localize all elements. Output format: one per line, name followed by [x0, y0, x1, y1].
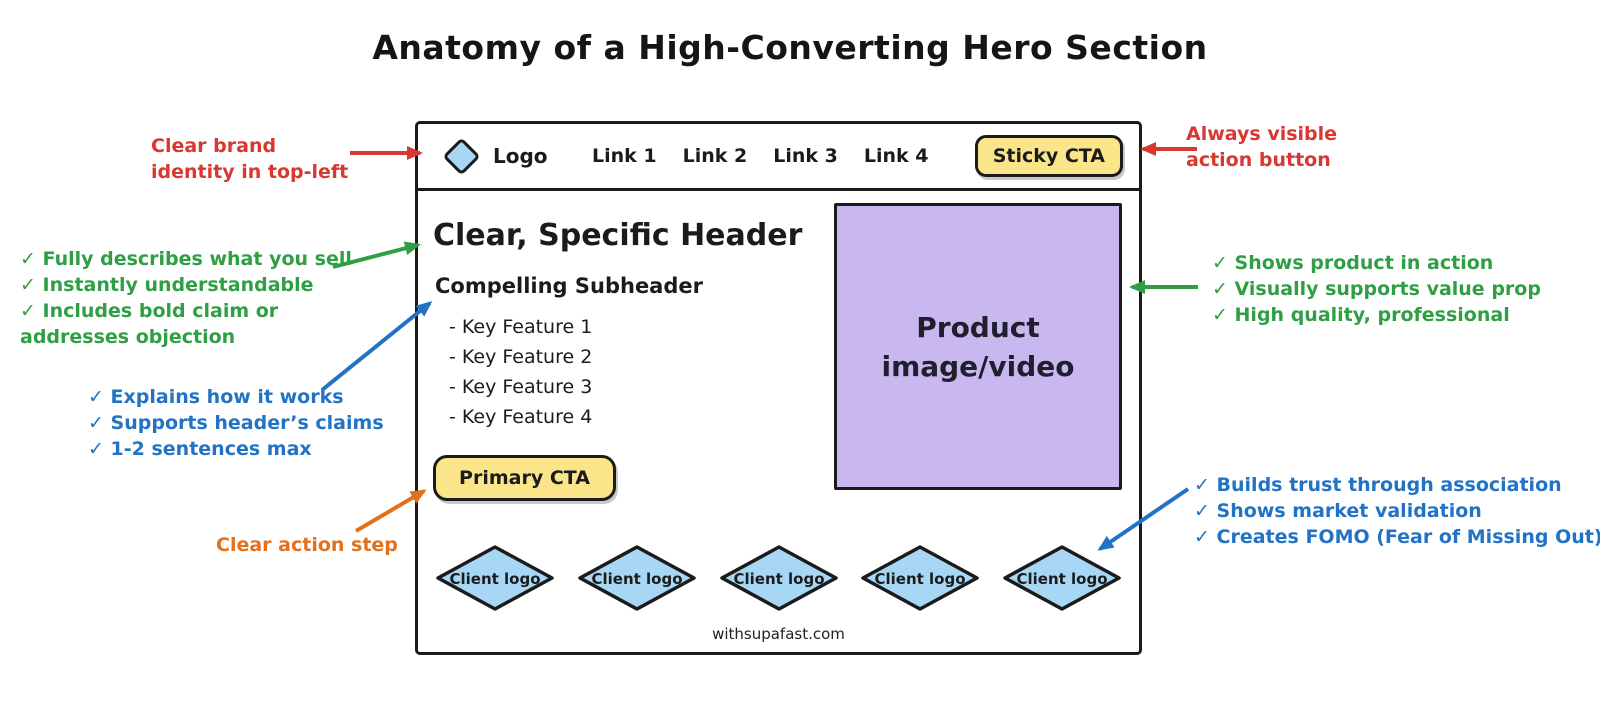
- annotation-line: ✓ Shows market validation: [1194, 500, 1482, 522]
- product-media-label-line2: image/video: [881, 349, 1075, 383]
- annotation-line: addresses objection: [20, 326, 236, 348]
- hero-subheader: Compelling Subheader: [435, 274, 703, 298]
- svg-text:Client logo: Client logo: [449, 570, 540, 588]
- product-media-label-line1: Product: [916, 310, 1040, 344]
- nav-link-4[interactable]: Link 4: [863, 145, 929, 167]
- annotation-line: ✓ Visually supports value prop: [1212, 278, 1541, 300]
- annotation-line: ✓ 1-2 sentences max: [88, 438, 312, 460]
- client-logo-diamond: Client logo: [576, 544, 698, 612]
- client-logo-diamond: Client logo: [1001, 544, 1123, 612]
- annotation-line: ✓ Shows product in action: [1212, 252, 1494, 274]
- annotation-line: identity in top-left: [151, 161, 349, 183]
- annotation-media-checklist: ✓ Shows product in action ✓ Visually sup…: [1212, 250, 1541, 328]
- annotation-social-proof-checklist: ✓ Builds trust through association ✓ Sho…: [1194, 472, 1600, 550]
- hero-wireframe: Logo Link 1 Link 2 Link 3 Link 4 Sticky …: [415, 121, 1142, 655]
- arrow-primary-cta-icon: [354, 489, 427, 533]
- nav-link-2[interactable]: Link 2: [682, 145, 748, 167]
- product-media-placeholder: Product image/video: [834, 203, 1122, 490]
- annotation-line: ✓ Creates FOMO (Fear of Missing Out): [1194, 526, 1600, 548]
- annotation-line: ✓ Explains how it works: [88, 386, 344, 408]
- annotation-brand-identity: Clear brand identity in top-left: [151, 133, 348, 185]
- annotation-line: Clear action step: [216, 534, 398, 556]
- svg-text:Client logo: Client logo: [875, 570, 966, 588]
- feature-item: - Key Feature 4: [449, 406, 593, 428]
- annotation-sticky-cta: Always visible action button: [1186, 121, 1337, 173]
- annotation-subheader-checklist: ✓ Explains how it works ✓ Supports heade…: [88, 384, 384, 462]
- client-logo-diamond: Client logo: [859, 544, 981, 612]
- annotation-line: Always visible: [1186, 123, 1338, 145]
- logo-diamond-icon: [442, 136, 481, 176]
- annotation-line: ✓ Builds trust through association: [1194, 474, 1562, 496]
- nav-link-3[interactable]: Link 3: [773, 145, 838, 167]
- annotation-line: action button: [1186, 149, 1331, 171]
- feature-item: - Key Feature 3: [449, 376, 593, 398]
- svg-text:Client logo: Client logo: [733, 570, 824, 588]
- footer-domain: withsupafast.com: [712, 625, 845, 643]
- svg-text:Client logo: Client logo: [1016, 570, 1107, 588]
- client-logo-diamond: Client logo: [718, 544, 840, 612]
- hero-header: Clear, Specific Header: [433, 218, 803, 253]
- primary-cta-button[interactable]: Primary CTA: [433, 455, 616, 501]
- nav-bar: Logo Link 1 Link 2 Link 3 Link 4 Sticky …: [418, 124, 1139, 191]
- svg-text:Client logo: Client logo: [591, 570, 682, 588]
- feature-item: - Key Feature 2: [449, 346, 593, 368]
- annotation-header-checklist: ✓ Fully describes what you sell ✓ Instan…: [20, 246, 352, 350]
- client-logo-diamond: Client logo: [434, 544, 556, 612]
- feature-item: - Key Feature 1: [449, 316, 593, 338]
- annotation-line: Clear brand: [151, 135, 277, 157]
- annotation-cta-note: Clear action step: [216, 532, 398, 558]
- page-title: Anatomy of a High-Converting Hero Sectio…: [372, 28, 1208, 67]
- client-logos-row: Client logo Client logo Client logo Clie…: [434, 544, 1123, 612]
- brand[interactable]: Logo: [442, 136, 548, 176]
- annotation-line: ✓ Instantly understandable: [20, 274, 314, 296]
- annotation-line: ✓ Includes bold claim or: [20, 300, 279, 322]
- annotation-line: ✓ Supports header’s claims: [88, 412, 384, 434]
- nav-links: Link 1 Link 2 Link 3 Link 4: [592, 145, 929, 167]
- annotation-line: ✓ Fully describes what you sell: [20, 248, 352, 270]
- annotation-line: ✓ High quality, professional: [1212, 304, 1510, 326]
- logo-label: Logo: [493, 144, 548, 168]
- sticky-cta-button[interactable]: Sticky CTA: [974, 135, 1123, 177]
- nav-link-1[interactable]: Link 1: [592, 145, 657, 167]
- feature-list: - Key Feature 1 - Key Feature 2 - Key Fe…: [449, 316, 592, 428]
